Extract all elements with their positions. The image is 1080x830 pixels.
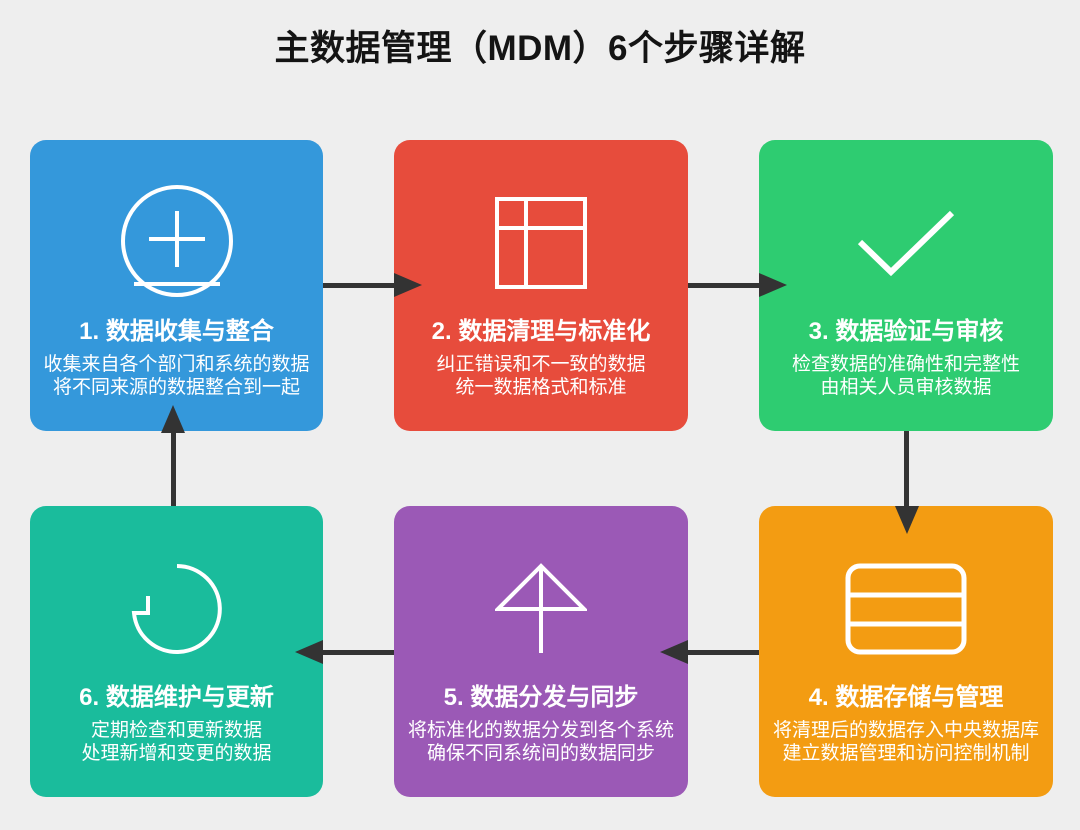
step-desc-line: 处理新增和变更的数据 <box>81 743 272 764</box>
checkmark-icon <box>759 186 1053 300</box>
step-title: 4. 数据存储与管理 <box>808 684 1004 711</box>
step-title: 3. 数据验证与审核 <box>808 318 1004 345</box>
step-desc-line: 检查数据的准确性和完整性 <box>791 354 1020 375</box>
arrow-line <box>688 650 759 655</box>
step-card-5: 5. 数据分发与同步 将标准化的数据分发到各个系统 确保不同系统间的数据同步 <box>394 506 688 797</box>
step-desc-line: 收集来自各个部门和系统的数据 <box>43 354 310 375</box>
arrow-line <box>323 283 394 288</box>
step-card-1: 1. 数据收集与整合 收集来自各个部门和系统的数据 将不同来源的数据整合到一起 <box>30 140 323 431</box>
step-title: 1. 数据收集与整合 <box>79 318 274 345</box>
database-icon <box>759 552 1053 666</box>
arrow-head <box>759 273 787 297</box>
step-title: 5. 数据分发与同步 <box>443 684 639 711</box>
step-card-3: 3. 数据验证与审核 检查数据的准确性和完整性 由相关人员审核数据 <box>759 140 1053 431</box>
page-title: 主数据管理（MDM）6个步骤详解 <box>274 29 806 68</box>
step-desc-line: 纠正错误和不一致的数据 <box>436 354 646 375</box>
distribute-arrow-icon <box>394 552 688 666</box>
step-desc-line: 由相关人员审核数据 <box>820 377 992 398</box>
circle-plus-icon <box>30 185 323 300</box>
arrow-head <box>161 405 185 433</box>
step-desc-line: 将清理后的数据存入中央数据库 <box>772 720 1039 741</box>
step-title: 6. 数据维护与更新 <box>79 684 274 711</box>
arrow-line <box>904 431 909 506</box>
step-card-6: 6. 数据维护与更新 定期检查和更新数据 处理新增和变更的数据 <box>30 506 323 797</box>
table-grid-icon <box>394 186 688 300</box>
step-card-2: 2. 数据清理与标准化 纠正错误和不一致的数据 统一数据格式和标准 <box>394 140 688 431</box>
step-desc-line: 定期检查和更新数据 <box>90 720 262 741</box>
step-card-4: 4. 数据存储与管理 将清理后的数据存入中央数据库 建立数据管理和访问控制机制 <box>759 506 1053 797</box>
step-desc-line: 将标准化的数据分发到各个系统 <box>407 720 674 741</box>
arrow-line <box>323 650 394 655</box>
step-desc-line: 统一数据格式和标准 <box>455 377 627 398</box>
step-desc-line: 确保不同系统间的数据同步 <box>426 743 655 764</box>
arrow-line <box>688 283 759 288</box>
step-desc-line: 建立数据管理和访问控制机制 <box>782 743 1030 764</box>
arrow-head <box>660 640 688 664</box>
refresh-icon <box>30 552 323 666</box>
arrow-head <box>295 640 323 664</box>
arrow-head <box>895 506 919 534</box>
step-title: 2. 数据清理与标准化 <box>431 318 651 345</box>
arrow-line <box>171 433 176 506</box>
step-desc-line: 将不同来源的数据整合到一起 <box>52 377 300 398</box>
arrow-head <box>394 273 422 297</box>
